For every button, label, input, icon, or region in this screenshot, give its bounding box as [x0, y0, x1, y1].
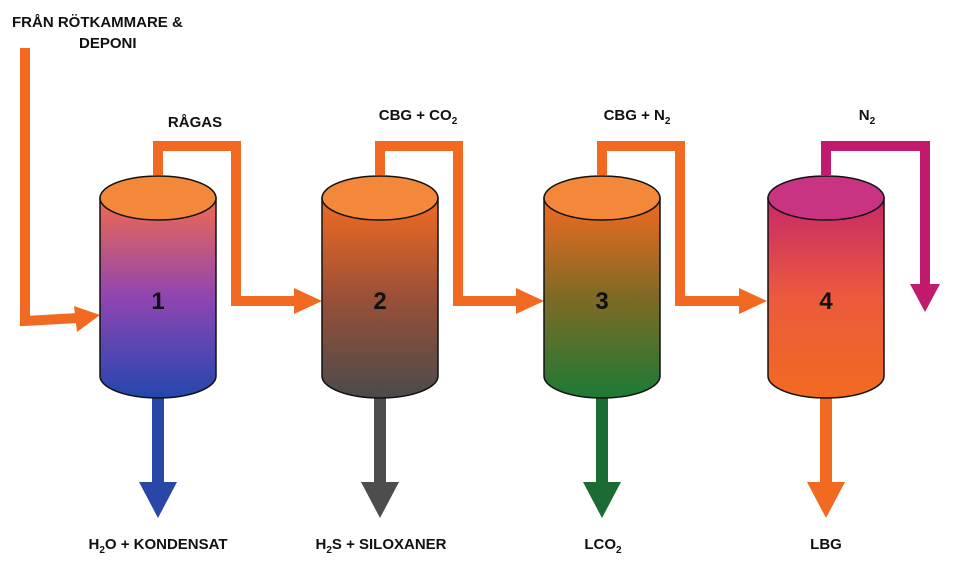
pipe-1-to-2: [153, 141, 322, 314]
column-2: [321, 175, 439, 399]
feed-arrow: [20, 48, 100, 332]
column-3-number: 3: [595, 288, 608, 315]
input-label-3: CBG + N2: [604, 107, 671, 127]
column-2-number: 2: [373, 288, 386, 315]
column-3: [543, 175, 661, 399]
input-label-1: RÅGAS: [168, 114, 222, 131]
pipe-2-to-3: [375, 141, 544, 314]
output-label-1: H2O + KONDENSAT: [88, 536, 227, 556]
column-1: [99, 175, 217, 399]
column-4: [767, 175, 885, 399]
output-arrow-3: [583, 398, 621, 518]
output-arrow-4: [807, 398, 845, 518]
output-arrow-2: [361, 398, 399, 518]
source-label-line1: FRÅN RÖTKAMMARE &: [12, 14, 183, 31]
column-1-number: 1: [151, 288, 164, 315]
source-label-line2: DEPONI: [79, 35, 137, 52]
pipe-3-to-4: [597, 141, 767, 314]
output-label-4: LBG: [810, 536, 842, 553]
source-label: FRÅN RÖTKAMMARE & DEPONI: [12, 14, 187, 52]
output-label-2: H2S + SILOXANER: [315, 536, 446, 556]
input-label-4: N2: [859, 107, 876, 127]
column-4-number: 4: [819, 288, 833, 315]
input-label-2: CBG + CO2: [379, 107, 458, 127]
output-arrow-1: [139, 398, 177, 518]
n2-exhaust-arrow: [821, 141, 940, 312]
output-label-3: LCO2: [584, 536, 622, 556]
